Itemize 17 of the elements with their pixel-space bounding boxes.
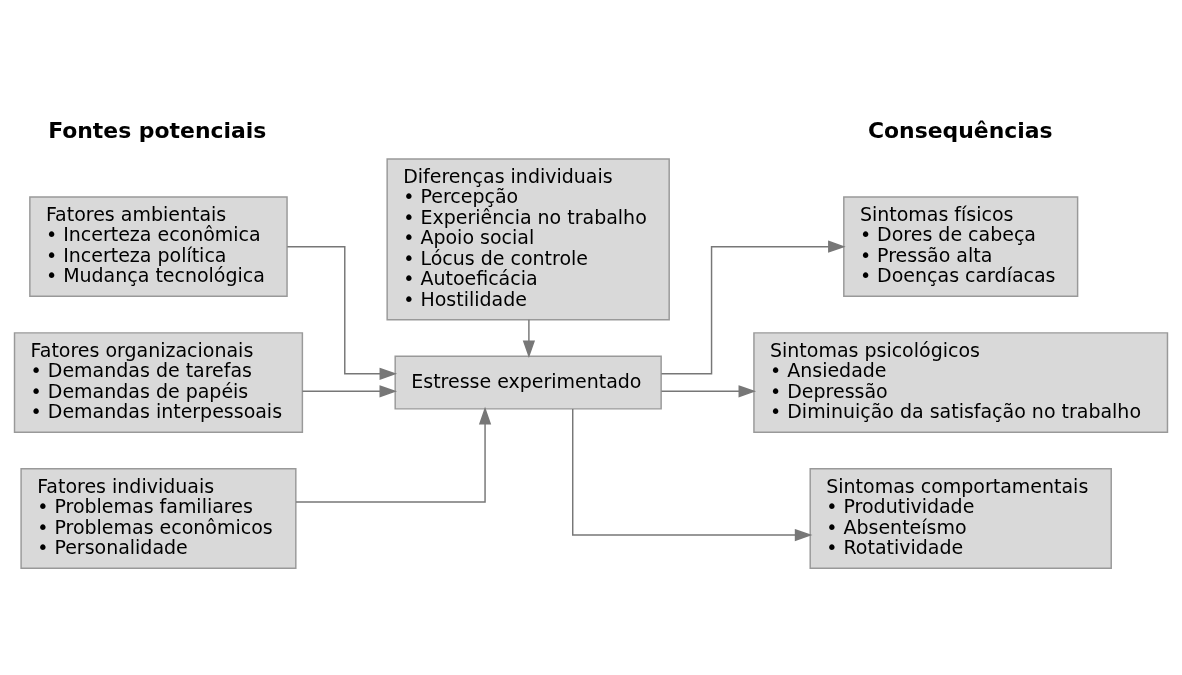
- arrow: [522, 318, 536, 358]
- node-box: Fatores ambientais • Incerteza econômica • Incerteza política • Mudança tecnológica: [29, 195, 288, 297]
- node-box: Estresse experimentado: [394, 355, 662, 410]
- arrow: [286, 245, 398, 380]
- label: Consequências: [867, 117, 1053, 143]
- arrow: [572, 407, 813, 541]
- node-box: Diferenças individuais • Percepção • Experiência no trabalho • Apoio social • Lócus de controle • Autoeficácia • Hostilidade: [386, 157, 670, 320]
- node-box: Sintomas psicológicos • Ansiedade • Depressão • Diminuição da satisfação no trabalho: [753, 331, 1169, 433]
- arrow: [660, 384, 757, 397]
- label: Fontes potenciais: [48, 117, 267, 143]
- node-box: Fatores organizacionais • Demandas de tarefas • Demandas de papéis • Demandas interpessoais: [13, 331, 304, 433]
- node-box: Fatores individuais • Problemas familiares • Problemas econômicos • Personalidade: [20, 467, 297, 569]
- arrow: [301, 384, 398, 397]
- node-box: Sintomas comportamentais • Produtividade • Absenteísmo • Rotatividade: [809, 467, 1112, 569]
- node-box: Sintomas físicos • Dores de cabeça • Pressão alta • Doenças cardíacas: [843, 195, 1079, 297]
- arrow: [660, 240, 846, 375]
- arrow: [295, 406, 492, 503]
